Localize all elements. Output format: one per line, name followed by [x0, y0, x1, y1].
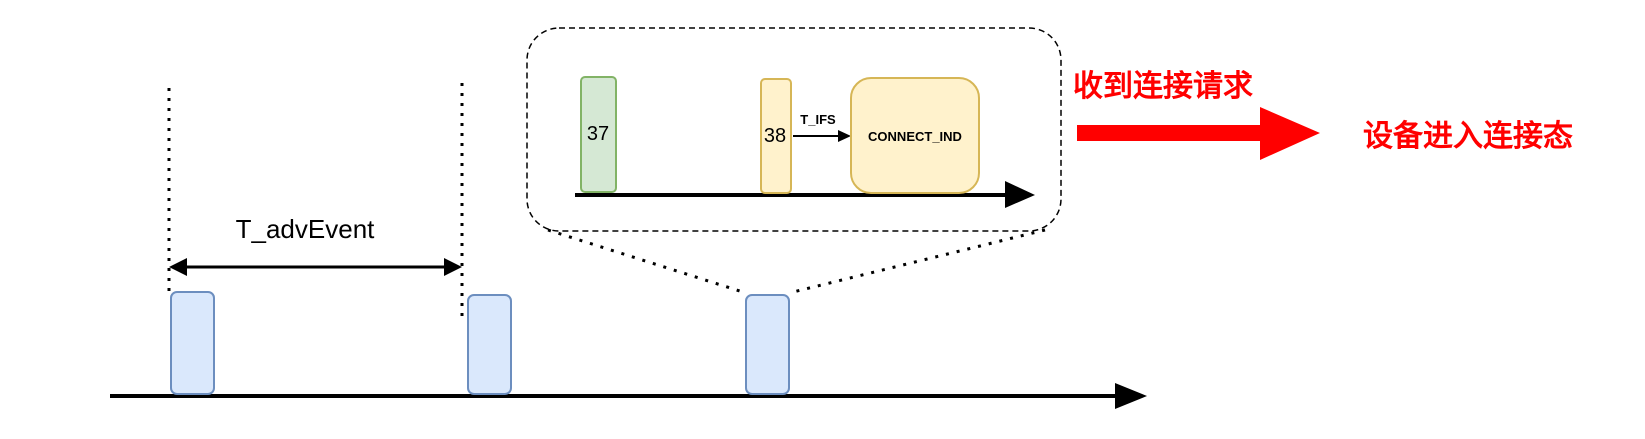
adv-packet — [170, 291, 215, 395]
t-adv-event-arrow — [169, 258, 462, 276]
connect-ind-label: CONNECT_IND — [868, 129, 962, 144]
enter-connection-label: 设备进入连接态 — [1363, 119, 1573, 154]
t-ifs-arrow — [793, 130, 851, 142]
received-request-label: 收到连接请求 — [1073, 69, 1253, 104]
zoom-connector-right — [788, 228, 1046, 295]
channel-37-label: 37 — [587, 123, 609, 145]
adv-packet — [467, 294, 512, 395]
connect-ind-packet — [850, 77, 980, 194]
channel-38-label: 38 — [764, 125, 786, 147]
channel-37-packet — [580, 76, 617, 193]
t-ifs-label: T_IFS — [800, 112, 836, 127]
zoom-detail-box — [526, 27, 1062, 232]
main-timeline — [110, 383, 1147, 409]
channel-38-packet — [760, 78, 792, 194]
t-adv-event-label: T_advEvent — [236, 214, 376, 244]
transition-arrow — [1077, 107, 1320, 160]
adv-packet-zoomed — [745, 294, 790, 395]
zoom-timeline — [575, 181, 1035, 208]
zoom-connector-left — [547, 228, 747, 295]
